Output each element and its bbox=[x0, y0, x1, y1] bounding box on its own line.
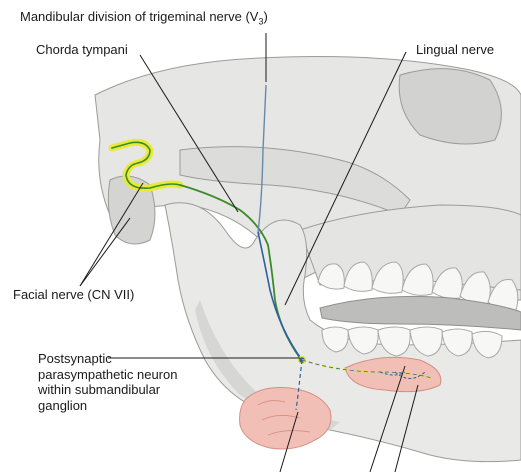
label-postsynaptic-neuron: Postsynaptic parasympathetic neuron with… bbox=[38, 351, 177, 413]
label-mandibular-division: Mandibular division of trigeminal nerve … bbox=[20, 9, 268, 30]
leader-facial-nerve-2 bbox=[80, 218, 130, 286]
label-lingual-nerve: Lingual nerve bbox=[416, 42, 494, 57]
label-facial-nerve: Facial nerve (CN VII) bbox=[13, 287, 134, 302]
label-chorda-tympani: Chorda tympani bbox=[36, 42, 128, 57]
label-mandibular-division-text: Mandibular division of trigeminal nerve … bbox=[20, 9, 258, 24]
label-postsynaptic-line-2: parasympathetic neuron bbox=[38, 367, 177, 383]
label-postsynaptic-line-4: ganglion bbox=[38, 398, 177, 414]
label-mandibular-division-close: ) bbox=[263, 9, 267, 24]
label-postsynaptic-line-3: within submandibular bbox=[38, 382, 177, 398]
submandibular-gland bbox=[240, 388, 331, 450]
label-postsynaptic-line-1: Postsynaptic bbox=[38, 351, 177, 367]
